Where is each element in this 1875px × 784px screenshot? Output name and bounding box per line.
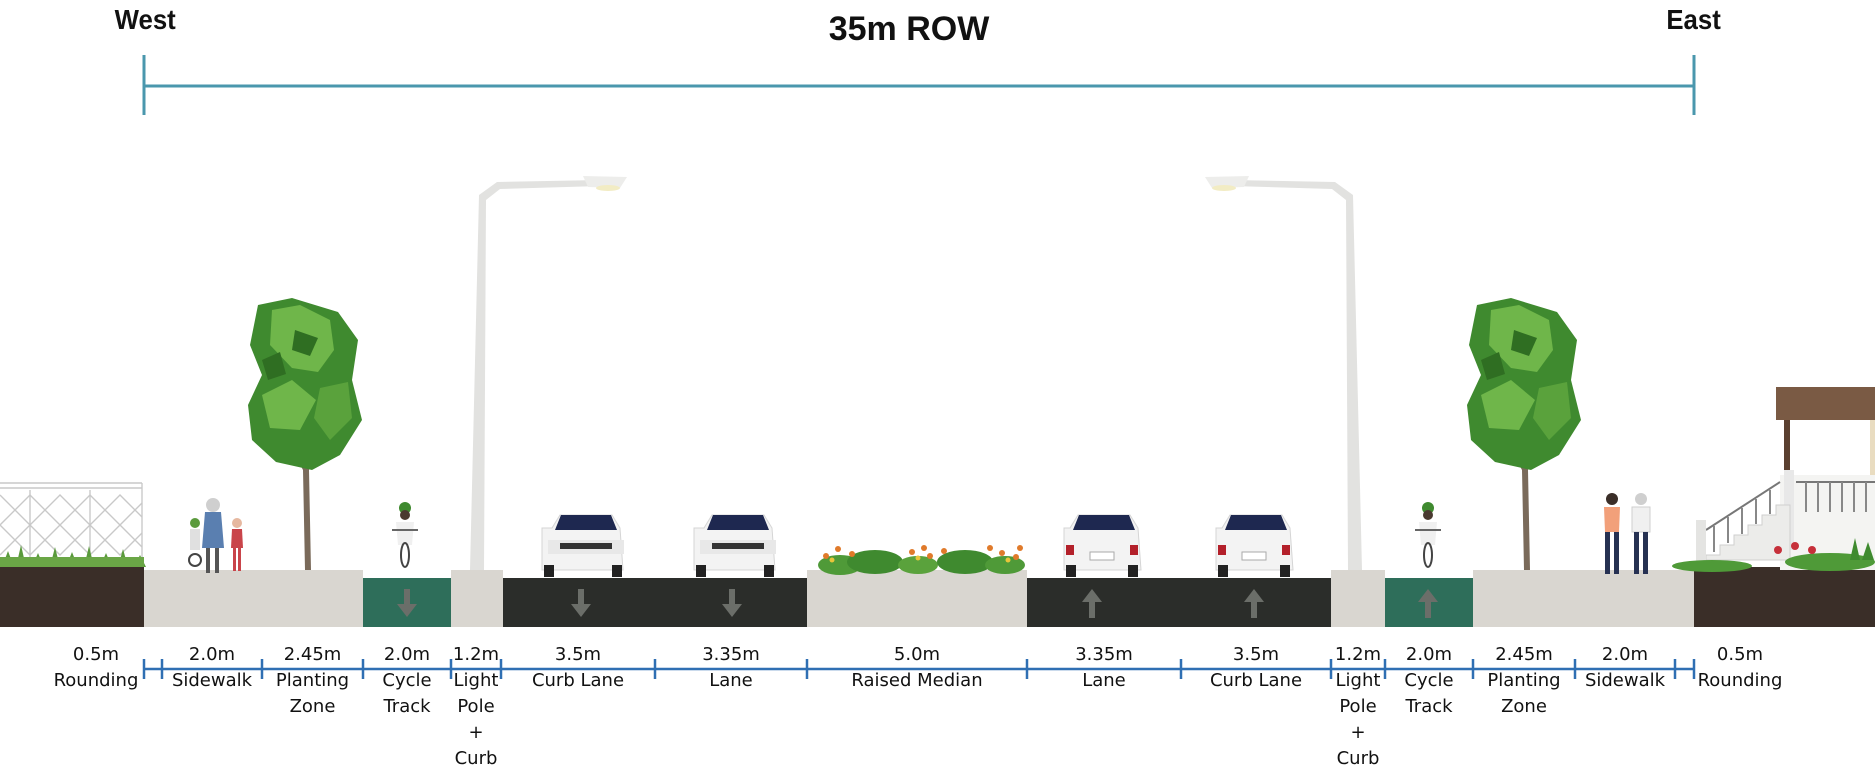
west-roadway (503, 578, 807, 627)
segment-width: 3.35m (702, 644, 760, 665)
east-label: East (1666, 4, 1721, 35)
east-sidewalk (1473, 570, 1694, 627)
segment-width: 2.45m (1495, 644, 1553, 665)
segment-name: Rounding (1697, 670, 1783, 691)
east-soil (1694, 567, 1875, 627)
house-porch-icon (1672, 387, 1875, 572)
segment-label: 3.35m Lane (655, 642, 807, 694)
west-label: West (114, 4, 176, 35)
arrow-up-icon (1082, 589, 1102, 618)
segment-width: 1.2m (452, 644, 500, 665)
arrow-up-icon (1418, 589, 1438, 618)
car-rear-icon (1063, 514, 1142, 577)
tree-west-icon (248, 298, 362, 570)
segment-label: 0.5m Rounding (1690, 642, 1790, 694)
segment-label: 2.0m Cycle Track (1385, 642, 1473, 720)
segment-name: Cycle Track (1404, 670, 1454, 717)
segment-label: 2.0m Sidewalk (162, 642, 262, 694)
segment-width: 0.5m (72, 644, 120, 665)
segment-name: Lane (1082, 670, 1126, 691)
segment-width: 2.0m (188, 644, 236, 665)
arrow-up-icon (1244, 589, 1264, 618)
car-front-icon (541, 514, 624, 577)
segment-name: Curb Lane (531, 670, 625, 691)
segment-width: 1.2m (1334, 644, 1382, 665)
segment-name: Rounding (53, 670, 139, 691)
segment-name: Cycle Track (382, 670, 432, 717)
ground-surfaces (0, 567, 1875, 627)
west-soil (0, 567, 144, 627)
arrow-down-icon (571, 589, 591, 617)
garden-plants-icon (0, 545, 146, 567)
row-title: 35m ROW (828, 10, 990, 48)
east-curb (1331, 570, 1385, 627)
row-dimension-line (142, 55, 1696, 115)
arrow-down-icon (722, 589, 742, 617)
chain-link-fence-icon (0, 482, 143, 567)
segment-label: 3.5m Curb Lane (501, 642, 655, 694)
segment-label: 0.5m Rounding (46, 642, 146, 694)
segment-width: 3.5m (554, 644, 602, 665)
segment-name: Light Pole + Curb (1335, 670, 1381, 769)
cyclist-east-icon (1415, 502, 1441, 568)
segment-name: Curb Lane (1209, 670, 1303, 691)
segment-label: 1.2m Light Pole + Curb (1331, 642, 1385, 772)
pedestrians-west-icon (188, 498, 243, 573)
west-sidewalk (144, 570, 363, 627)
segment-label: 1.2m Light Pole + Curb (451, 642, 501, 772)
direction-arrows (397, 589, 1438, 618)
segment-label: 2.45m Planting Zone (1473, 642, 1575, 720)
segment-name: Planting Zone (275, 670, 350, 717)
arrow-down-icon (397, 589, 417, 617)
segment-name: Sidewalk (171, 670, 253, 691)
segment-name: Light Pole + Curb (453, 670, 499, 769)
segment-name: Sidewalk (1584, 670, 1666, 691)
car-front-icon (693, 514, 776, 577)
segment-dimension-line (142, 659, 1696, 679)
segment-width: 2.45m (283, 644, 342, 665)
west-curb (451, 570, 503, 627)
segment-width: 0.5m (1716, 644, 1764, 665)
segment-label: 3.5m Curb Lane (1181, 642, 1331, 694)
light-pole-west-icon (470, 176, 627, 570)
segment-labels: 0.5m Rounding 2.0m Sidewalk 2.45m Planti… (0, 642, 1875, 779)
segment-name: Lane (709, 670, 753, 691)
segment-width: 2.0m (1601, 644, 1649, 665)
pedestrians-east-icon (1604, 493, 1651, 574)
segment-label: 2.45m Planting Zone (262, 642, 363, 720)
car-rear-icon (1215, 514, 1294, 577)
segment-name: Planting Zone (1487, 670, 1561, 717)
segment-width: 5.0m (893, 644, 941, 665)
segment-label: 5.0m Raised Median (807, 642, 1027, 694)
segment-width: 2.0m (1405, 644, 1453, 665)
segment-label: 2.0m Cycle Track (363, 642, 451, 720)
raised-median (807, 570, 1027, 627)
segment-width: 3.5m (1232, 644, 1280, 665)
segment-width: 3.35m (1075, 644, 1133, 665)
median-shrubs-icon (818, 545, 1025, 575)
east-roadway (1027, 578, 1331, 627)
tree-east-icon (1467, 298, 1581, 570)
segment-name: Raised Median (851, 670, 983, 691)
segment-label: 2.0m Sidewalk (1575, 642, 1675, 694)
segment-label: 3.35m Lane (1027, 642, 1181, 694)
light-pole-east-icon (1205, 176, 1362, 570)
cyclist-west-icon (392, 502, 418, 568)
segment-width: 2.0m (383, 644, 431, 665)
